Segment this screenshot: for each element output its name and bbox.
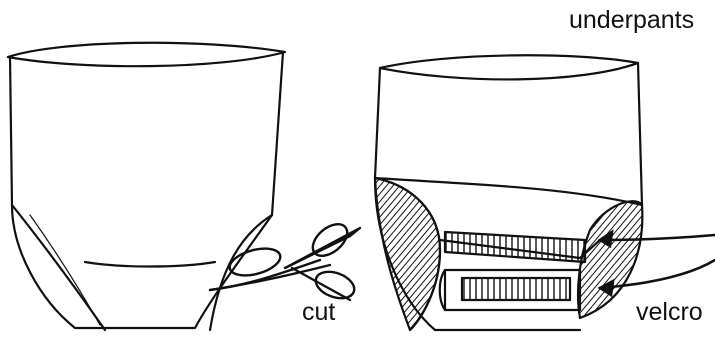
right-body-right-side bbox=[638, 63, 642, 205]
velcro-strip-lower bbox=[462, 278, 570, 300]
left-waistband-top bbox=[8, 43, 285, 57]
left-waistband-bottom bbox=[8, 52, 285, 66]
right-body-left-side bbox=[375, 68, 380, 178]
scissors-icon bbox=[210, 218, 360, 303]
left-body-outline bbox=[10, 52, 283, 328]
right-hatched-flap-left bbox=[375, 178, 440, 330]
label-velcro: velcro bbox=[636, 300, 703, 325]
left-underpants-drawing bbox=[8, 43, 285, 330]
label-underpants: underpants bbox=[569, 8, 694, 33]
right-hatched-flap-right bbox=[578, 201, 642, 318]
label-cut: cut bbox=[302, 300, 335, 325]
velcro-strip-upper bbox=[445, 232, 585, 262]
right-waistband-top bbox=[380, 55, 638, 68]
left-leg-crotch-line bbox=[85, 262, 215, 267]
right-waistband-bottom bbox=[380, 63, 638, 79]
